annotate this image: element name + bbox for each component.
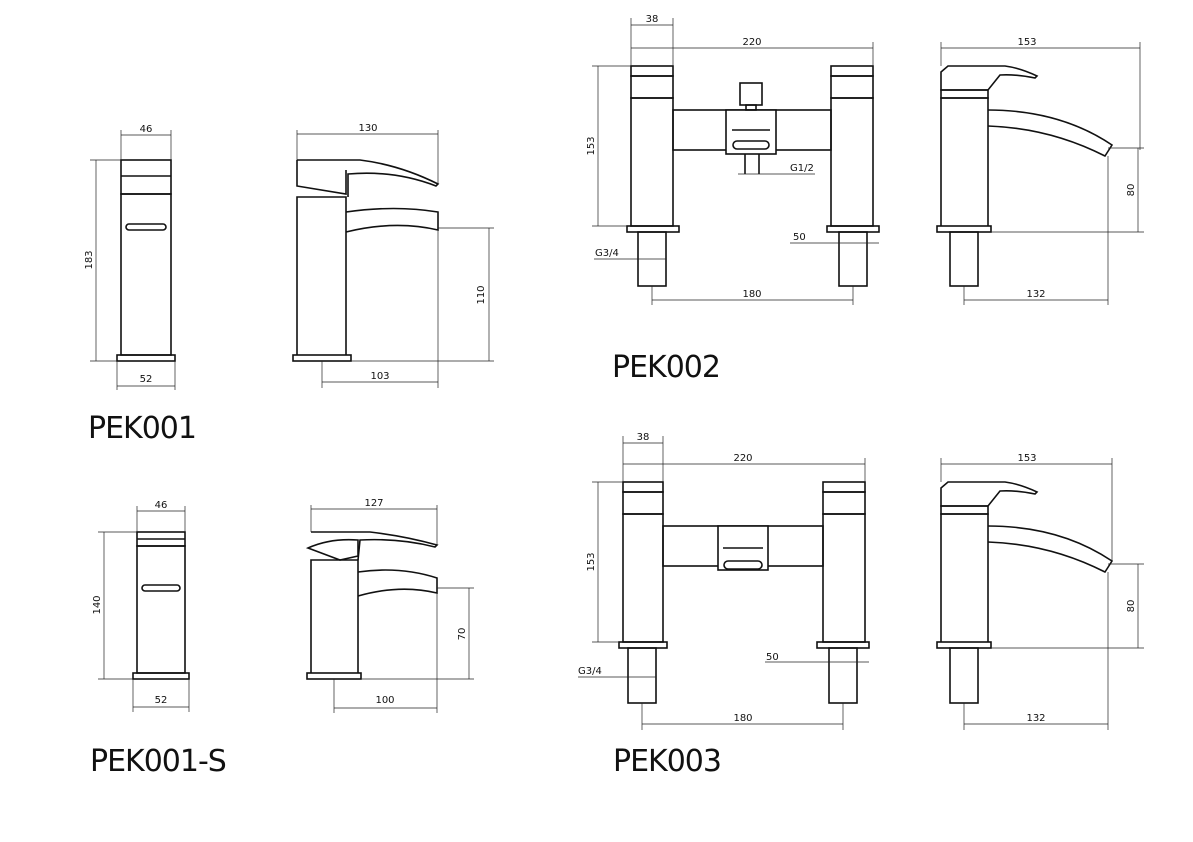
- pek001s-side-view: [305, 505, 474, 713]
- pek001-front-height: 183: [84, 250, 95, 269]
- pek002-front-centres: 180: [742, 289, 761, 300]
- pek001-side-spout-height: 110: [476, 285, 487, 304]
- pek002-front-outlet: G1/2: [790, 163, 814, 174]
- pek001s-side-reach: 100: [375, 695, 394, 706]
- pek002-front-view: [592, 18, 880, 305]
- pek003-side-view: [936, 458, 1144, 730]
- pek001s-front-height: 140: [92, 595, 103, 614]
- pek003-front-centres: 180: [733, 713, 752, 724]
- pek001s-side-spout-height: 70: [457, 628, 468, 641]
- pek003-front-flange: 50: [766, 652, 779, 663]
- pek002-side-reach: 132: [1026, 289, 1045, 300]
- pek003-side-reach: 132: [1026, 713, 1045, 724]
- pek002-front-flange: 50: [793, 232, 806, 243]
- pek003-side-length-top: 153: [1017, 453, 1036, 464]
- pek001s-front-width-top: 46: [155, 500, 168, 511]
- pek003-front-pillar-width: 38: [637, 432, 650, 443]
- pek002-front-inlet: G3/4: [595, 248, 619, 259]
- pek002-front-pillar-width: 38: [646, 14, 659, 25]
- pek001s-title: PEK001-S: [90, 744, 226, 779]
- pek001-front-width-top: 46: [140, 124, 153, 135]
- pek002-side-length-top: 153: [1017, 37, 1036, 48]
- pek003-title: PEK003: [613, 744, 721, 779]
- pek003-front-view: [578, 436, 870, 730]
- pek003-side-spout-height: 80: [1126, 600, 1137, 613]
- pek001-side-reach: 103: [370, 371, 389, 382]
- pek001-front-view: [90, 130, 176, 390]
- pek002-side-spout-height: 80: [1126, 184, 1137, 197]
- pek002-front-height: 153: [586, 136, 597, 155]
- pek001-side-length-top: 130: [358, 123, 377, 134]
- pek001s-side-length-top: 127: [364, 498, 383, 509]
- pek003-front-overall-width: 220: [733, 453, 752, 464]
- pek002-title: PEK002: [612, 350, 720, 385]
- pek001s-front-width-base: 52: [155, 695, 168, 706]
- pek001s-front-view: [98, 506, 190, 712]
- pek001-side-view: [292, 130, 494, 388]
- pek003-front-inlet: G3/4: [578, 666, 602, 677]
- pek001-front-width-base: 52: [140, 374, 153, 385]
- pek001-title: PEK001: [88, 411, 196, 446]
- pek002-side-view: [936, 42, 1144, 305]
- pek002-front-overall-width: 220: [742, 37, 761, 48]
- pek003-front-height: 153: [586, 552, 597, 571]
